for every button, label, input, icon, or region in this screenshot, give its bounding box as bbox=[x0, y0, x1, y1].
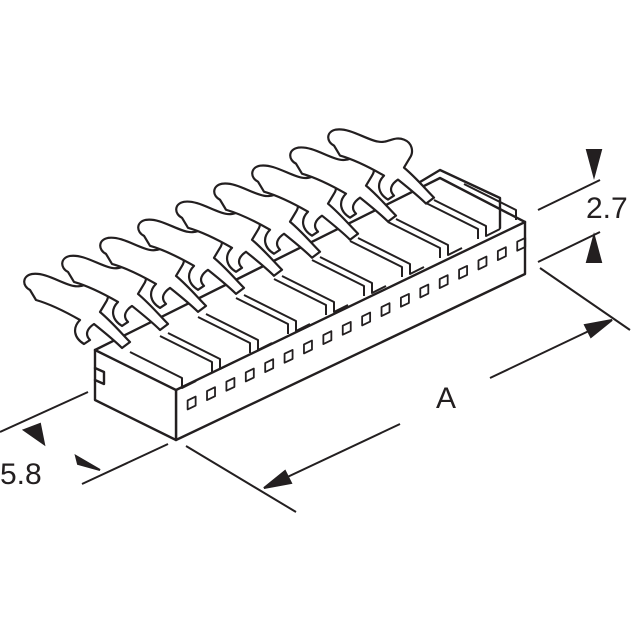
contact-pins bbox=[23, 128, 436, 350]
contact-window bbox=[400, 292, 410, 308]
contact-window bbox=[186, 395, 197, 411]
housing-rib bbox=[395, 202, 479, 256]
depth-arrow-upper bbox=[21, 422, 46, 447]
housing-rib bbox=[129, 335, 213, 389]
contact-window bbox=[341, 320, 352, 336]
housing-end-block bbox=[408, 168, 502, 230]
housing-rib bbox=[357, 221, 441, 275]
housing-top-edge bbox=[93, 176, 527, 352]
contact-window bbox=[206, 386, 216, 401]
height-extension-top bbox=[537, 179, 601, 211]
depth-extension-upper bbox=[0, 391, 89, 433]
contact-window bbox=[225, 376, 236, 392]
contact-window bbox=[419, 283, 430, 299]
length-arrow-right bbox=[583, 319, 613, 339]
height-extension-bottom bbox=[537, 231, 601, 263]
height-dimension-label: 2.7 bbox=[586, 192, 628, 225]
contact-window bbox=[438, 274, 449, 289]
housing-rib bbox=[243, 278, 327, 332]
contact-window bbox=[244, 367, 255, 383]
contact-window bbox=[516, 236, 527, 252]
contact-window bbox=[303, 339, 313, 355]
height-arrow-bottom bbox=[585, 232, 603, 263]
contact-window bbox=[380, 302, 391, 317]
contact-window bbox=[361, 311, 372, 327]
housing-rib bbox=[319, 240, 403, 294]
depth-arrow-lower bbox=[74, 453, 101, 471]
contact-pin bbox=[327, 128, 436, 205]
housing-end-notch bbox=[93, 366, 106, 386]
contact-window bbox=[496, 246, 507, 261]
contact-window bbox=[322, 330, 333, 345]
housing-rib bbox=[433, 183, 517, 237]
contact-windows bbox=[186, 236, 527, 411]
housing-ribs bbox=[129, 183, 517, 389]
length-arrow-left bbox=[263, 469, 293, 489]
length-extension-left bbox=[185, 445, 297, 513]
contact-window bbox=[283, 348, 294, 364]
housing-end-face bbox=[93, 348, 178, 442]
height-arrow-top bbox=[585, 149, 603, 180]
contact-window bbox=[458, 264, 468, 280]
dimension-lines bbox=[0, 149, 631, 513]
length-dimension-label: A bbox=[436, 382, 456, 415]
housing-rib bbox=[281, 259, 365, 313]
depth-dimension-label: 5.8 bbox=[0, 458, 42, 491]
housing-rib bbox=[167, 316, 251, 370]
length-extension-right bbox=[539, 267, 631, 331]
depth-extension-lower bbox=[81, 443, 169, 485]
contact-window bbox=[264, 358, 275, 373]
contact-window bbox=[477, 255, 488, 271]
housing-rib bbox=[205, 297, 289, 351]
